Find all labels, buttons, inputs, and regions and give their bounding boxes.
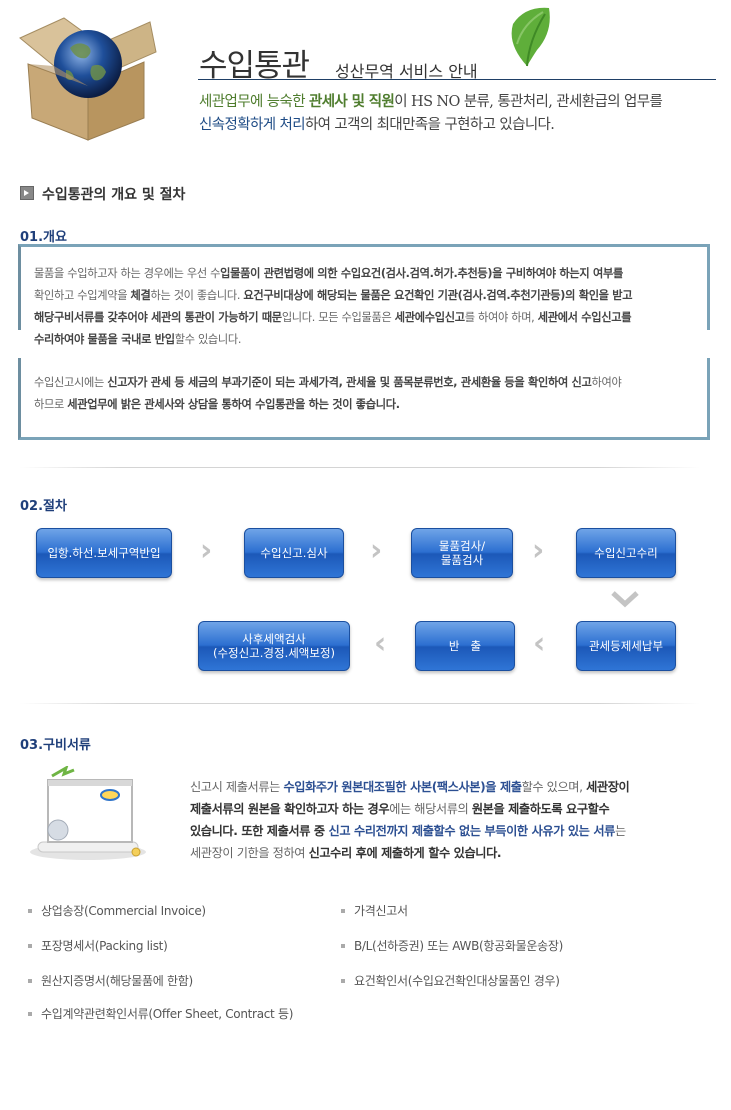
step-duty-payment: 관세등제세납부 [576, 621, 676, 671]
chevron-right-icon: › [370, 533, 383, 568]
list-item: 포장명세서(Packing list) [28, 937, 168, 954]
bullet-icon [341, 944, 345, 948]
chevron-right-icon: › [532, 533, 545, 568]
bullet-icon [28, 909, 32, 913]
header-divider [198, 79, 716, 80]
overview-paragraph-2: 수입신고시에는 신고자가 관세 등 세금의 부과기준이 되는 과세가격, 관세율… [34, 376, 622, 411]
step-release: 반 출 [415, 621, 515, 671]
list-item: 가격신고서 [341, 902, 408, 919]
documents-description: 신고시 제출서류는 수입화주가 원본대조필한 사본(팩스사본)을 제출할수 있으… [190, 780, 630, 860]
box-globe-illustration [18, 14, 158, 142]
chevron-down-icon [610, 590, 640, 612]
procedure-heading: 02.절차 [20, 499, 67, 514]
overview-heading: 01.개요 [20, 230, 67, 245]
bullet-icon [28, 979, 32, 983]
list-item: 요건확인서(수입요건확인대상물품인 경우) [341, 972, 560, 989]
bullet-icon [28, 1012, 32, 1016]
divider [20, 703, 700, 704]
chevron-right-icon: › [200, 533, 213, 568]
leaf-icon [503, 4, 555, 68]
documents-heading: 03.구비서류 [20, 738, 91, 753]
arrow-bullet-icon [20, 186, 34, 200]
presentation-board-illustration [18, 764, 158, 866]
chevron-left-icon: ‹ [374, 626, 387, 661]
intro-text: 세관업무에 능숙한 관세사 및 직원이 HS NO 분류, 통관처리, 관세환급… [199, 93, 663, 133]
step-inspection: 물품검사/물품검사 [411, 528, 513, 578]
list-item: 상업송장(Commercial Invoice) [28, 902, 206, 919]
bullet-icon [341, 979, 345, 983]
bullet-icon [341, 909, 345, 913]
step-import-declaration: 수입신고.심사 [244, 528, 344, 578]
divider [20, 467, 700, 468]
page-subtitle: 성산무역 서비스 안내 [335, 62, 478, 81]
section-title: 수입통관의 개요 및 절차 [20, 184, 185, 204]
list-item: B/L(선하증권) 또는 AWB(항공화물운송장) [341, 937, 563, 954]
bullet-icon [28, 944, 32, 948]
step-acceptance: 수입신고수리 [576, 528, 676, 578]
list-item: 수입계약관련확인서류(Offer Sheet, Contract 등) [28, 1005, 293, 1022]
page-title: 수입통관 [199, 48, 310, 84]
overview-paragraph-1: 물품을 수입하고자 하는 경우에는 우선 수입물품이 관련법령에 의한 수입요건… [34, 267, 633, 346]
step-arrival: 입항.하선.보세구역반입 [36, 528, 172, 578]
step-post-audit: 사후세액검사(수정신고.경정.세액보정) [198, 621, 350, 671]
list-item: 원산지증명서(해당물품에 한함) [28, 972, 193, 989]
overview-card-gap [18, 330, 710, 358]
chevron-left-icon: ‹ [533, 626, 546, 661]
